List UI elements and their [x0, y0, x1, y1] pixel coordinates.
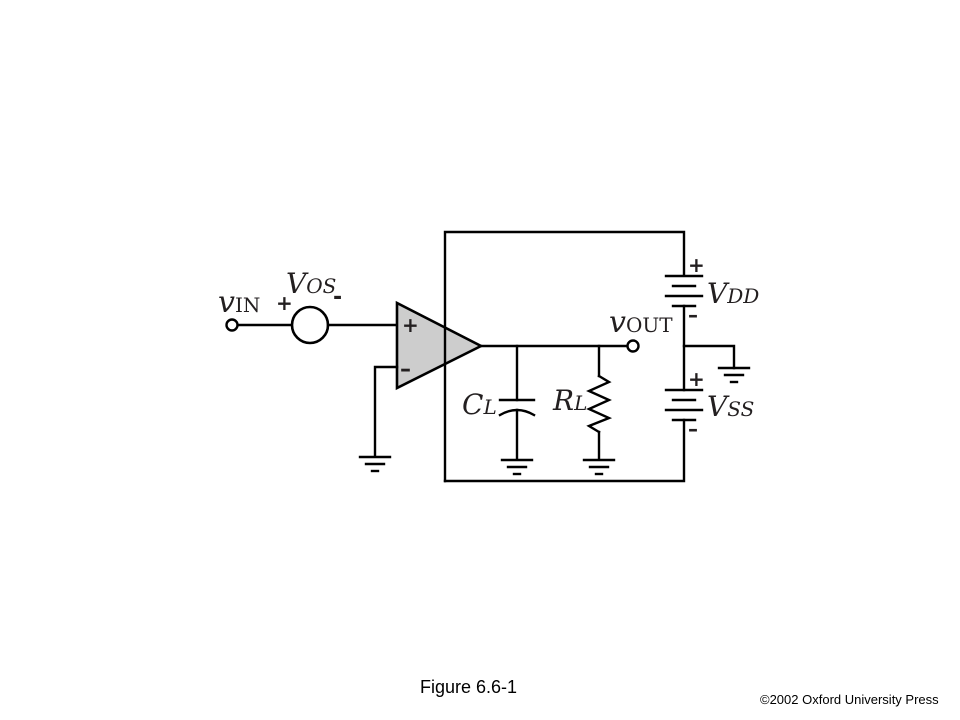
- vss-battery: [664, 388, 704, 422]
- midpoint-ground-wire: [682, 344, 736, 370]
- vdd-battery: [664, 274, 704, 308]
- opamp-minus-sign: –: [400, 357, 411, 382]
- vss-minus-sign: –: [688, 417, 698, 441]
- vos-plus-sign: +: [276, 291, 293, 315]
- copyright-notice: ©2002 Oxford University Press: [760, 692, 939, 707]
- cl-label: CL: [462, 388, 497, 421]
- vdd-label: VDD: [707, 277, 759, 310]
- ground-symbol-inverting: [358, 455, 392, 473]
- opamp-plus-sign: +: [402, 313, 419, 337]
- load-resistor: [586, 344, 613, 461]
- vss-label: VSS: [707, 390, 754, 423]
- opamp-triangle: [395, 300, 484, 391]
- vdd-plus-sign: +: [688, 253, 705, 277]
- inverting-input-wire: [373, 365, 399, 458]
- figure-caption: Figure 6.6-1: [420, 677, 518, 697]
- vin-label: vIN: [218, 285, 260, 320]
- vos-source: [290, 305, 330, 345]
- vss-plus-sign: +: [688, 367, 705, 391]
- load-capacitor: [498, 344, 536, 461]
- vin-terminal: [225, 318, 239, 332]
- vos-label: VOS: [286, 267, 336, 300]
- vdd-rail-wire: [443, 230, 686, 483]
- vos-minus-sign: -: [333, 285, 342, 310]
- vss-rail-wire: [443, 418, 686, 483]
- ground-symbol-resistor: [582, 458, 616, 476]
- rl-label: RL: [552, 384, 587, 417]
- vdd-minus-sign: –: [688, 303, 698, 327]
- vout-label: vOUT: [609, 305, 673, 340]
- ground-symbol-capacitor: [500, 458, 534, 476]
- ground-symbol-supply: [717, 366, 751, 384]
- vout-terminal: [626, 339, 640, 353]
